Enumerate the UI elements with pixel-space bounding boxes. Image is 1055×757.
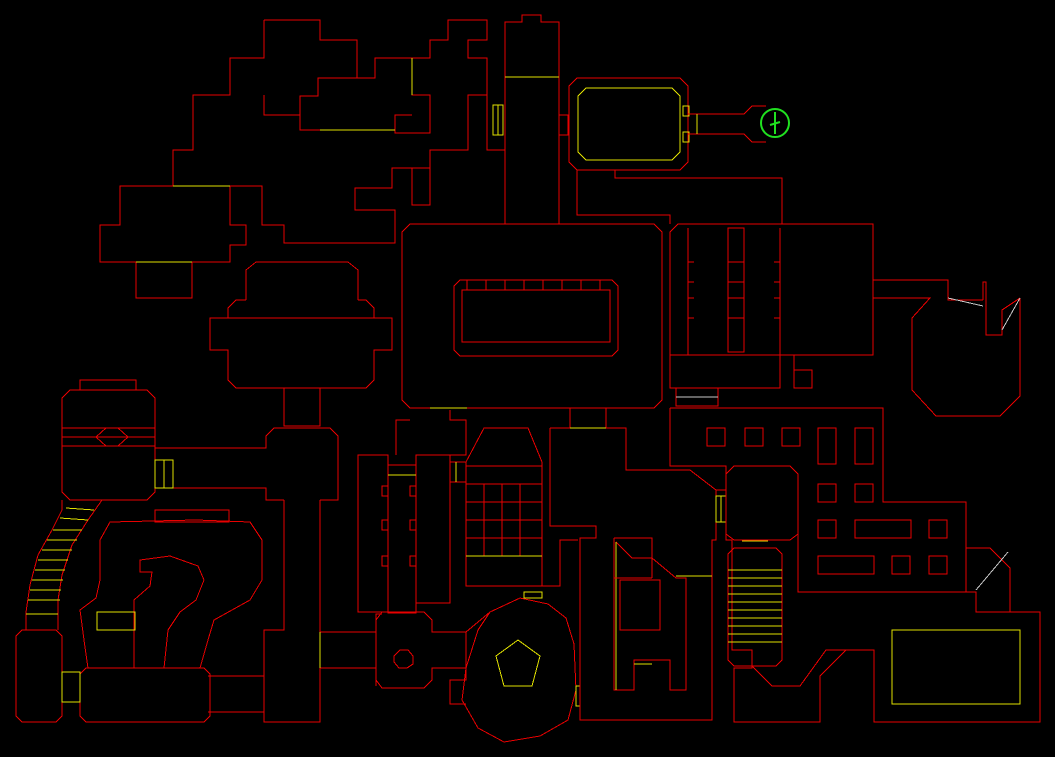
north-tower	[504, 14, 569, 225]
cave-region	[99, 19, 505, 299]
west-tower	[61, 379, 339, 501]
cross-hub	[375, 611, 491, 705]
grid-building	[465, 427, 543, 587]
start-room	[568, 77, 790, 224]
pentagon-cave	[461, 591, 581, 743]
east-pillar-hall	[669, 223, 1021, 417]
south-central-hall	[542, 407, 727, 721]
central-arena	[401, 223, 663, 409]
player-marker-icon	[760, 108, 790, 138]
east-blocks	[669, 407, 1041, 723]
west-rounded-hall	[209, 261, 393, 427]
west-vertical-corridor	[208, 500, 382, 723]
sw-pit	[15, 499, 263, 723]
central-columns	[357, 410, 467, 614]
